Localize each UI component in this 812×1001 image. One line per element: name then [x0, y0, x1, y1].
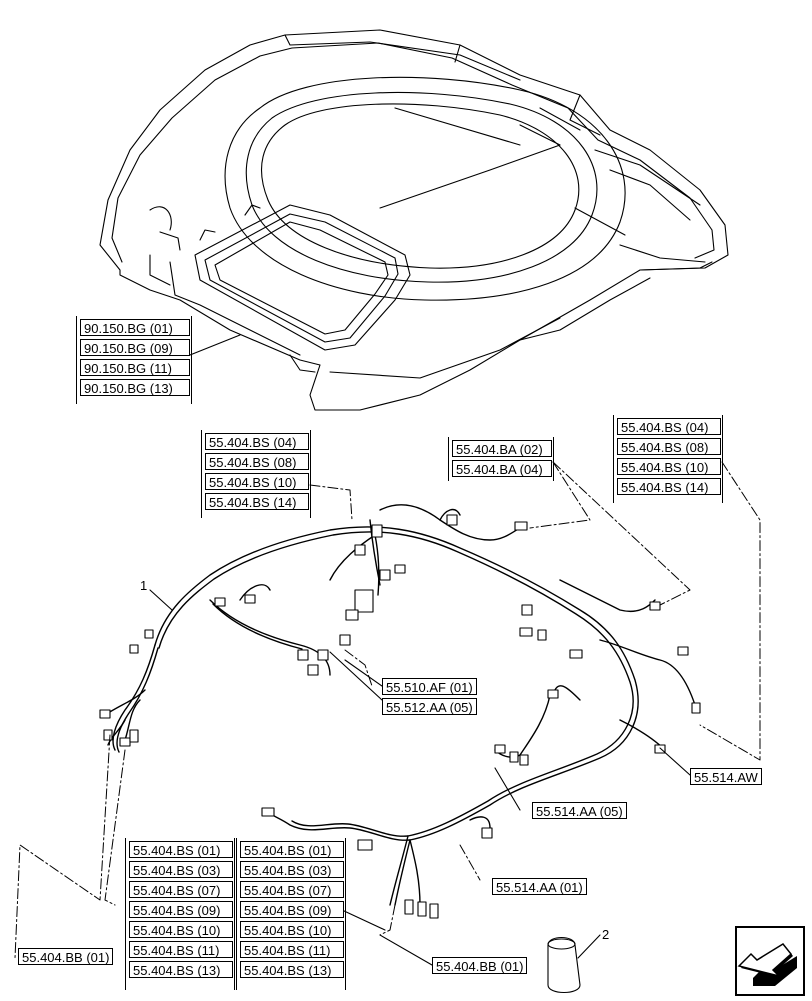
roof-reference-group: 90.150.BG (01) 90.150.BG (09) 90.150.BG … [80, 319, 190, 399]
harness-leader [149, 589, 173, 611]
bottom-left-ref-bracket [125, 838, 235, 990]
roof-ref-link[interactable]: 90.150.BG (09) [80, 339, 190, 356]
middle-top-ref-link[interactable]: 55.404.BA (02) [452, 440, 552, 457]
bottom-right-ref-link[interactable]: 55.404.BS (13) [240, 961, 344, 978]
middle-top-reference-group: 55.404.BA (02) 55.404.BA (04) [452, 440, 552, 480]
left-top-ref-link[interactable]: 55.404.BS (10) [205, 473, 309, 490]
bottom-left-ref-link[interactable]: 55.404.BS (09) [129, 901, 233, 918]
bottom-right-ref-link[interactable]: 55.404.BS (07) [240, 881, 344, 898]
left-top-ref-link[interactable]: 55.404.BS (04) [205, 433, 309, 450]
left-top-reference-group: 55.404.BS (04) 55.404.BS (08) 55.404.BS … [205, 433, 309, 513]
left-top-ref-link[interactable]: 55.404.BS (08) [205, 453, 309, 470]
bottom-left-reference-group: 55.404.BS (01) 55.404.BS (03) 55.404.BS … [129, 841, 233, 981]
bottom-right-ref-bracket [236, 838, 346, 990]
right-top-reference-group: 55.404.BS (04) 55.404.BS (08) 55.404.BS … [617, 418, 721, 498]
arrow-navigation-icon[interactable] [735, 926, 805, 996]
ref-55-510-af-01[interactable]: 55.510.AF (01) [382, 678, 477, 695]
bottom-left-ref-link[interactable]: 55.404.BS (01) [129, 841, 233, 858]
left-top-ref-link[interactable]: 55.404.BS (14) [205, 493, 309, 510]
middle-top-ref-bracket [448, 437, 554, 481]
roof-ref-bracket [76, 316, 192, 404]
ref-55-404-bb-01-right[interactable]: 55.404.BB (01) [432, 957, 528, 974]
bottom-left-ref-link[interactable]: 55.404.BS (10) [129, 921, 233, 938]
callout-grommet-number: 2 [602, 927, 610, 942]
left-top-ref-bracket [201, 430, 311, 518]
right-top-ref-bracket [613, 415, 723, 503]
cab-roof-panel [99, 29, 729, 411]
roof-leader [189, 334, 241, 356]
bottom-left-ref-link[interactable]: 55.404.BS (03) [129, 861, 233, 878]
bottom-right-ref-link[interactable]: 55.404.BS (10) [240, 921, 344, 938]
roof-ref-link[interactable]: 90.150.BG (01) [80, 319, 190, 336]
bottom-left-ref-link[interactable]: 55.404.BS (11) [129, 941, 233, 958]
ref-55-514-aa-01[interactable]: 55.514.AA (01) [492, 878, 587, 895]
right-top-ref-link[interactable]: 55.404.BS (10) [617, 458, 721, 475]
bottom-right-reference-group: 55.404.BS (01) 55.404.BS (03) 55.404.BS … [240, 841, 344, 981]
bottom-right-ref-link[interactable]: 55.404.BS (01) [240, 841, 344, 858]
ref-55-514-aw[interactable]: 55.514.AW [690, 768, 762, 785]
harness-connectors [99, 514, 701, 919]
right-top-ref-link[interactable]: 55.404.BS (04) [617, 418, 721, 435]
middle-top-ref-link[interactable]: 55.404.BA (04) [452, 460, 552, 477]
bottom-right-ref-link[interactable]: 55.404.BS (11) [240, 941, 344, 958]
ref-55-512-aa-05[interactable]: 55.512.AA (05) [382, 698, 477, 715]
roof-oval-channel [149, 76, 626, 301]
bottom-left-ref-link[interactable]: 55.404.BS (07) [129, 881, 233, 898]
roof-ref-link[interactable]: 90.150.BG (13) [80, 379, 190, 396]
grommet-part [547, 934, 601, 994]
right-top-ref-link[interactable]: 55.404.BS (08) [617, 438, 721, 455]
bottom-right-ref-link[interactable]: 55.404.BS (03) [240, 861, 344, 878]
right-top-ref-link[interactable]: 55.404.BS (14) [617, 478, 721, 495]
ref-55-404-bb-01-left[interactable]: 55.404.BB (01) [18, 948, 114, 965]
sunroof-hatch [149, 204, 411, 373]
ref-55-514-aa-05[interactable]: 55.514.AA (05) [532, 802, 627, 819]
roof-ref-link[interactable]: 90.150.BG (11) [80, 359, 190, 376]
bottom-right-ref-link[interactable]: 55.404.BS (09) [240, 901, 344, 918]
callout-harness-number: 1 [140, 578, 148, 593]
bottom-left-ref-link[interactable]: 55.404.BS (13) [129, 961, 233, 978]
